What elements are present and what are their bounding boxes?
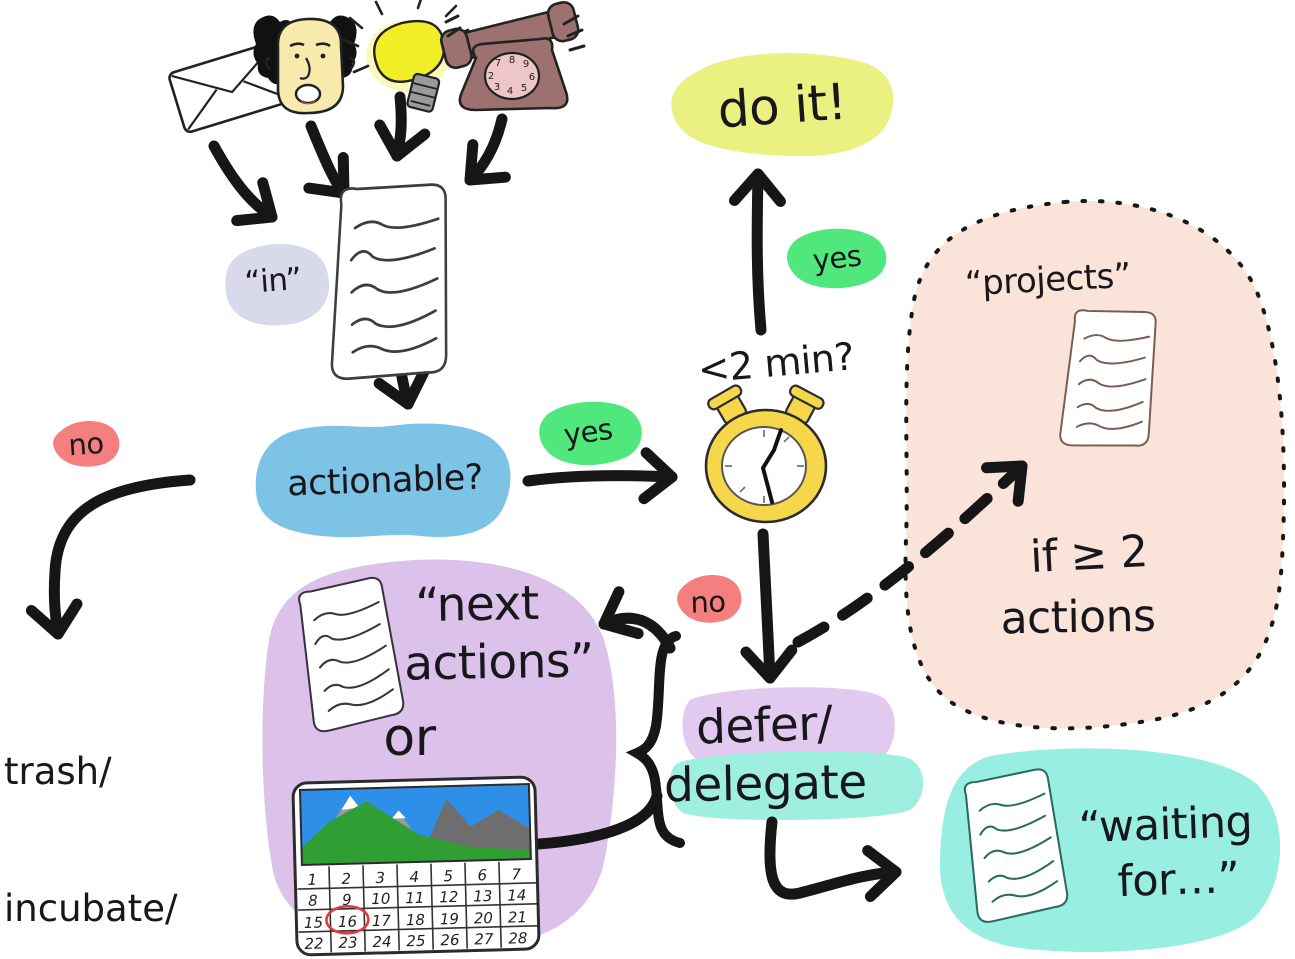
phone-dial-digit: 8 (509, 55, 515, 66)
outcome-incubate: incubate/ (4, 887, 178, 931)
phone-dial-digit: 4 (507, 86, 513, 97)
calendar-day: 6 (477, 866, 487, 884)
projects-document-icon (1058, 302, 1165, 456)
delegate-highlight (669, 751, 924, 821)
calendar-day: 18 (406, 911, 426, 929)
calendar-day: 3 (375, 869, 385, 887)
outcome-trash: trash/ (4, 750, 112, 793)
calendar-day: 8 (308, 892, 318, 910)
inbox-document-icon (329, 178, 457, 386)
calendar-day: 11 (405, 889, 425, 907)
arrow-defer-to-next-actions (598, 586, 676, 654)
phone-ring-lines (444, 14, 586, 52)
yes-blob-two-min (787, 228, 887, 289)
calendar-day: 1 (307, 871, 317, 889)
actionable-label: actionable? (286, 457, 484, 505)
arrow-if-projects (792, 460, 1028, 648)
next-actions-line2: actions” (403, 632, 595, 692)
actionable-blob (255, 423, 511, 538)
phone-dial-digit: 2 (488, 71, 494, 82)
calendar-day: 19 (440, 910, 460, 928)
calendar-day: 20 (474, 909, 494, 927)
calendar-day: 24 (372, 933, 392, 951)
projects-label: “projects” (964, 255, 1132, 305)
waiting-for-line2: for…” (1116, 852, 1241, 907)
two-min-no-label: no (689, 584, 727, 620)
circled-day-marker (325, 905, 370, 935)
arrow-two-min-yes (728, 168, 786, 336)
projects-area (903, 199, 1287, 731)
yes-blob-actionable (539, 401, 642, 466)
arrow-actionable-no (25, 474, 196, 640)
do-it-blob (671, 53, 894, 157)
arrow-inbox-to-actionable (373, 366, 430, 410)
arrow-bulb-to-inbox (374, 91, 431, 162)
arrow-actionable-yes (522, 447, 678, 505)
actionable-no-label: no (67, 425, 105, 463)
calendar-day: 26 (440, 931, 460, 949)
projects-condition-line2: actions (1000, 590, 1156, 645)
calendar-icon: 1 2 3 4 5 6 7 8 9 10 11 12 13 14 15 16 1… (291, 775, 541, 957)
next-actions-line1: “next (414, 575, 540, 633)
arrow-two-min-no (740, 528, 798, 684)
no-blob-two-min (677, 575, 742, 623)
calendar-day: 21 (508, 908, 528, 926)
arrow-person-to-inbox (303, 120, 350, 199)
defer-delegate-brace (625, 631, 685, 848)
delegate-label: delegate (663, 754, 868, 813)
stopwatch-icon (704, 384, 828, 524)
calendar-day: 28 (508, 929, 528, 947)
calendar-day-circled: 16 (338, 913, 358, 931)
calendar-day: 23 (338, 934, 358, 952)
do-it-label: do it! (715, 72, 849, 140)
calendar-day: 9 (342, 891, 352, 909)
calendar-day: 27 (474, 930, 494, 949)
person-icon (253, 15, 357, 115)
calendar-day: 15 (304, 913, 324, 931)
phone-icon: 7 8 9 6 5 4 3 2 (440, 0, 586, 112)
or-label: or (383, 707, 436, 768)
arrow-delegate-to-waiting (764, 816, 902, 903)
calendar-day: 5 (443, 867, 453, 885)
arrow-phone-to-inbox (464, 113, 511, 186)
calendar-picture (298, 782, 532, 867)
calendar-day: 14 (507, 886, 527, 904)
calendar-day: 10 (371, 890, 391, 908)
calendar-day: 12 (439, 888, 459, 906)
phone-dial-digit: 7 (495, 58, 501, 69)
no-blob-actionable (53, 421, 120, 467)
in-label: “in” (243, 260, 303, 301)
projects-condition-line1: if ≥ 2 (1028, 526, 1150, 584)
phone-dial-digit: 3 (494, 82, 500, 93)
arrow-envelope-to-inbox (208, 140, 278, 227)
two-min-yes-label: yes (811, 238, 863, 278)
lightbulb-icon (342, 0, 470, 113)
phone-dial-digit: 5 (521, 83, 527, 94)
calendar-day: 13 (473, 887, 493, 905)
calendar-day: 22 (304, 934, 324, 952)
calendar-day: 17 (372, 912, 392, 931)
defer-highlight (682, 687, 895, 768)
calendar-day: 7 (511, 865, 521, 883)
calendar-day: 25 (406, 932, 426, 950)
calendar-day: 2 (341, 870, 351, 888)
non-actionable-outcomes: trash/ incubate/ reference (4, 660, 189, 959)
calendar-day: 4 (409, 868, 419, 886)
in-blob (225, 244, 330, 326)
phone-dial-digit: 9 (523, 59, 529, 70)
phone-dial-digit: 6 (529, 72, 535, 83)
